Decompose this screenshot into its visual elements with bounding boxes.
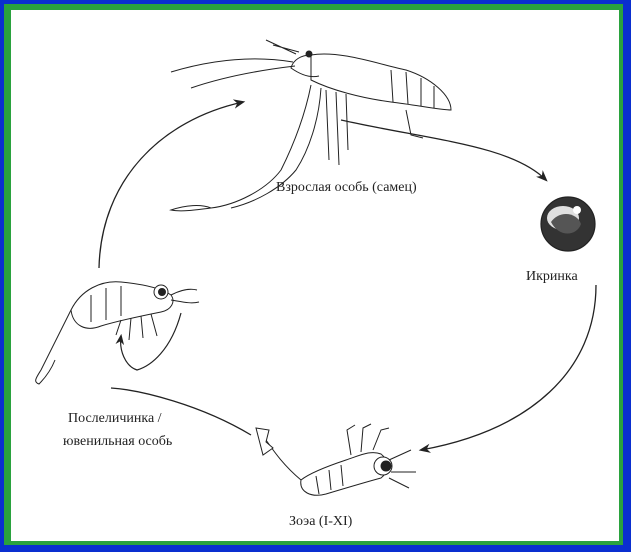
egg-illustration	[541, 197, 595, 251]
arrow-postlarva-to-adult	[99, 102, 243, 268]
label-postlarva-line2: ювенильная особь	[63, 433, 172, 450]
label-egg: Икринка	[526, 268, 578, 285]
label-postlarva-line1: Послеличинка /	[68, 410, 162, 427]
label-adult: Взрослая особь (самец)	[276, 179, 417, 196]
zoea-illustration	[256, 424, 416, 495]
arrow-egg-to-zoea	[421, 285, 596, 450]
arrow-postlarva-inner	[121, 313, 181, 370]
arrow-adult-to-egg	[341, 120, 546, 180]
label-zoea: Зоэа (I-XI)	[289, 513, 352, 530]
life-cycle-diagram: Взрослая особь (самец) Икринка Зоэа (I-X…	[11, 10, 619, 541]
